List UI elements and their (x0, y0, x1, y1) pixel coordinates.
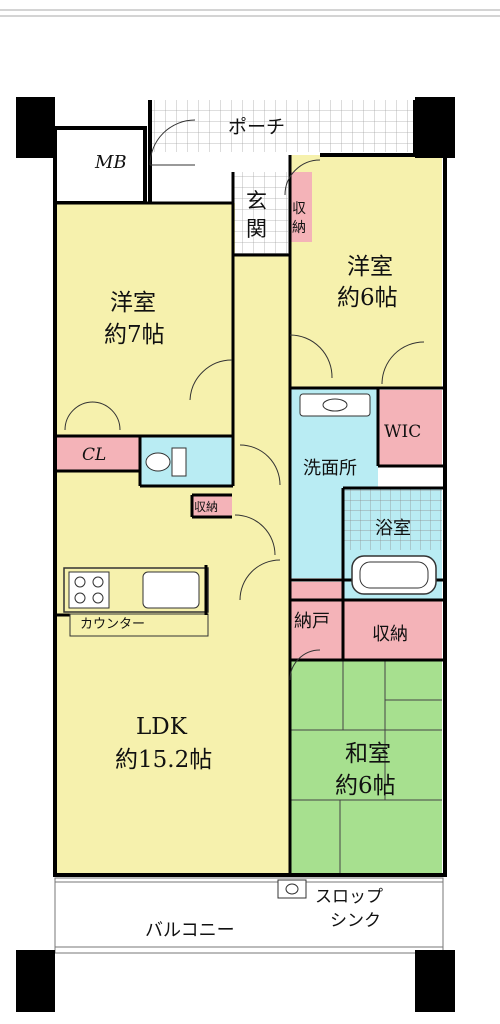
interior-walls (55, 155, 445, 875)
washroom-label: 洗面所 (303, 458, 357, 479)
mb-box (53, 126, 147, 205)
toilet-bowl (145, 452, 171, 472)
porch-area (150, 100, 415, 152)
slop-sink-bowl (285, 883, 299, 895)
ldk-name: LDK (136, 714, 188, 740)
balcony-label: バルコニー (145, 920, 235, 941)
toilet-tank (171, 447, 187, 477)
door-swings (64, 119, 425, 681)
entrance-label-1: 玄 (246, 189, 267, 213)
nando-label: 納戸 (294, 611, 330, 632)
entrance-label-2: 関 (246, 217, 267, 241)
counter-label: カウンター (80, 617, 145, 632)
western-room-2-name: 洋室 (347, 254, 393, 280)
japanese-room-size: 約6帖 (335, 773, 396, 799)
column (415, 950, 455, 1012)
entrance-storage-label-2: 納 (292, 220, 306, 236)
basin-bowl (322, 398, 348, 412)
wic-label: WIC (384, 422, 421, 442)
bathroom-tiles (343, 488, 442, 550)
bathroom-label: 浴室 (375, 518, 411, 539)
western-room-1 (55, 203, 235, 436)
nando-box (290, 582, 343, 660)
column (415, 97, 455, 158)
bathtub-inner (359, 561, 429, 589)
japanese-room (290, 660, 442, 873)
balcony (54, 877, 444, 954)
burner (92, 592, 104, 604)
cl-box (57, 436, 140, 471)
western-room-1-size: 約7帖 (104, 322, 165, 348)
japanese-storage (343, 600, 442, 660)
wic-box (378, 390, 442, 466)
western-room-2 (290, 155, 442, 388)
tatami-lines (290, 660, 442, 873)
counter-bar (69, 613, 209, 637)
cl-label: CL (82, 445, 106, 465)
mb-label: MB (94, 152, 127, 173)
western-room-2-size: 約6帖 (337, 285, 398, 311)
ldk-size: 約15.2帖 (115, 747, 212, 773)
hallway (233, 255, 290, 505)
column (16, 97, 55, 158)
wash-basin (299, 393, 371, 417)
burner (74, 592, 86, 604)
slop-sink (277, 879, 307, 899)
hall-storage-label: 収納 (194, 500, 218, 514)
porch-label: ポーチ (228, 116, 285, 138)
column (16, 950, 55, 1012)
entrance-storage-label-1: 収 (292, 201, 306, 217)
hall-storage (192, 495, 232, 517)
stove (68, 571, 110, 609)
slop-label-1: スロップ (315, 887, 383, 907)
bathtub (351, 555, 437, 595)
ldk-room (55, 436, 290, 873)
entrance-storage (290, 172, 312, 242)
japanese-storage-label: 収納 (372, 624, 408, 645)
western-room-1-name: 洋室 (110, 290, 156, 316)
slop-label-2: シンク (330, 911, 381, 931)
japanese-room-name: 和室 (345, 741, 391, 767)
kitchen-sink (142, 571, 200, 609)
burner (74, 576, 86, 588)
burner (92, 576, 104, 588)
entrance-floor (233, 172, 288, 255)
